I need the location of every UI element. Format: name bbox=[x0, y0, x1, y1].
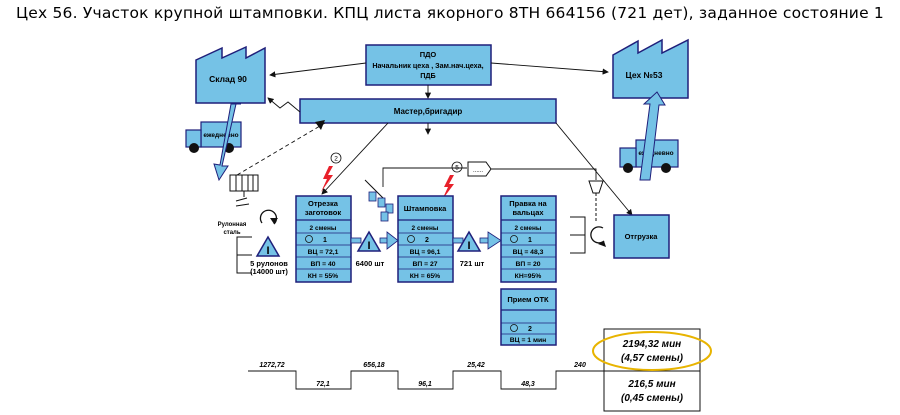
operator-icon bbox=[305, 235, 313, 243]
truck-icon-left: ежедневно bbox=[185, 121, 242, 153]
lead-time-shifts: (4,57 смены) bbox=[621, 353, 684, 364]
process-2-shifts: 2 смены bbox=[412, 225, 439, 232]
factory-icon-shop: Цех №53 bbox=[612, 38, 689, 99]
page-title: Цех 56. Участок крупной штамповки. КПЦ л… bbox=[15, 4, 884, 22]
inventory-icon-1: I bbox=[255, 235, 281, 257]
withdrawal-kanban-icons bbox=[364, 179, 394, 222]
supply-label-1: Рулонная bbox=[218, 222, 247, 228]
pdo-box: ПДО Начальник цеха , Зам.нач.цеха, ПДБ bbox=[365, 44, 492, 86]
push-arrow-2 bbox=[379, 231, 399, 250]
supplier-bracket bbox=[236, 236, 252, 274]
process-box-straightening: Правка на вальцах 2 смены 1 ВЦ = 48,3 ВП… bbox=[500, 195, 557, 283]
kaizen-lightning-icon-1: 2 bbox=[321, 152, 342, 192]
lead-time-minutes: 2194,32 мин bbox=[622, 339, 681, 350]
pdo-subtitle-1: Начальник цеха , Зам.нач.цеха, bbox=[372, 61, 483, 70]
shop-label: Цех №53 bbox=[626, 70, 663, 80]
coil-icon bbox=[235, 197, 250, 207]
timeline-bottom-1: 72,1 bbox=[316, 381, 330, 388]
operator-icon bbox=[407, 235, 415, 243]
push-arrow-1 bbox=[350, 237, 362, 244]
svg-text:I: I bbox=[367, 240, 370, 252]
supply-label-2: сталь bbox=[223, 230, 240, 236]
cycle-arrow-head-right bbox=[598, 241, 606, 247]
process-3-workers: 1 bbox=[528, 237, 532, 244]
svg-text:I: I bbox=[467, 240, 470, 252]
timeline-top-4: 240 bbox=[573, 362, 586, 369]
push-arrow-4 bbox=[479, 231, 502, 250]
inventory-1-label-2: (14000 шт) bbox=[250, 267, 288, 276]
supermarket-icon bbox=[588, 180, 604, 222]
process-time-minutes: 216,5 мин bbox=[627, 379, 675, 390]
otk-workers: 2 bbox=[528, 326, 532, 333]
svg-text:I: I bbox=[266, 245, 269, 257]
operator-icon bbox=[510, 235, 518, 243]
timeline-bottom-2: 96,1 bbox=[418, 381, 432, 388]
process-3-kn: КН=95% bbox=[515, 273, 542, 280]
process-3-vp: ВП = 20 bbox=[515, 261, 540, 268]
master-box: Мастер,бригадир bbox=[299, 98, 557, 124]
process-box-cutting: Отрезка заготовок 2 смены 1 ВЦ = 72,1 ВП… bbox=[295, 195, 352, 283]
process-2-name-1: Штамповка bbox=[404, 204, 447, 213]
operator-icon bbox=[510, 324, 518, 332]
timeline-top-2: 656,18 bbox=[363, 362, 385, 369]
shipping-bracket bbox=[570, 216, 586, 254]
process-1-vp: ВП = 40 bbox=[310, 261, 335, 268]
inventory-icon-2: I bbox=[356, 230, 382, 252]
warehouse-label: Склад 90 bbox=[209, 74, 247, 84]
signal-line-left bbox=[382, 167, 467, 187]
process-1-name-2: заготовок bbox=[305, 208, 341, 217]
process-time-shifts: (0,45 смены) bbox=[621, 393, 684, 404]
inventory-1-label-1: 5 рулонов bbox=[250, 259, 288, 268]
otk-name: Прием ОТК bbox=[507, 295, 549, 304]
process-1-workers: 1 bbox=[323, 237, 327, 244]
process-2-vc: ВЦ = 96,1 bbox=[410, 249, 441, 256]
signal-line-right bbox=[491, 168, 597, 180]
pdo-subtitle-2: ПДБ bbox=[420, 71, 435, 80]
cycle-arrow-head-left bbox=[270, 218, 278, 224]
svg-text:......: ...... bbox=[473, 168, 483, 174]
supplier-stack-icon bbox=[229, 174, 259, 192]
cycle-arrow-icon-right bbox=[590, 226, 605, 244]
timeline-ladder bbox=[248, 370, 604, 390]
inventory-2-label: 6400 шт bbox=[356, 259, 385, 268]
factory-icon-warehouse: Склад 90 bbox=[195, 45, 266, 104]
push-arrow-3 bbox=[452, 237, 464, 244]
inventory-3-label: 721 шт bbox=[460, 259, 485, 268]
truck-right-label: ежедневно bbox=[638, 150, 673, 157]
process-1-vc: ВЦ = 72,1 bbox=[308, 249, 339, 256]
process-3-name-1: Правка на bbox=[509, 199, 547, 208]
process-2-vp: ВП = 27 bbox=[412, 261, 437, 268]
info-flow-lines bbox=[231, 62, 633, 216]
material-transport-arrows bbox=[213, 91, 666, 182]
process-1-kn: КН = 55% bbox=[308, 273, 338, 280]
timeline-bottom-3: 48,3 bbox=[520, 381, 535, 388]
timeline-top-1: 1272,72 bbox=[259, 362, 284, 369]
truck-left-label: ежедневно bbox=[203, 132, 238, 139]
process-3-name-2: вальцах bbox=[512, 208, 544, 217]
process-2-workers: 2 bbox=[425, 237, 429, 244]
pdo-title: ПДО bbox=[420, 50, 437, 59]
process-box-stamping: Штамповка 2 смены 2 ВЦ = 96,1 ВП = 27 КН… bbox=[397, 195, 454, 283]
shipping-box: Отгрузка bbox=[613, 214, 670, 259]
process-3-shifts: 2 смены bbox=[515, 225, 542, 232]
master-label: Мастер,бригадир bbox=[394, 107, 463, 116]
signal-kanban-icon: ...... bbox=[467, 161, 492, 177]
otk-vc: ВЦ = 1 мин bbox=[510, 337, 547, 344]
process-3-vc: ВЦ = 48,3 bbox=[513, 249, 544, 256]
shipping-label: Отгрузка bbox=[625, 232, 659, 241]
svg-text:2: 2 bbox=[334, 156, 338, 163]
inventory-icon-3: I bbox=[456, 230, 482, 252]
process-1-name-1: Отрезка bbox=[308, 199, 339, 208]
kaizen-lightning-icon-2: 5 bbox=[442, 161, 463, 200]
timeline-top-3: 25,42 bbox=[466, 362, 485, 369]
process-2-kn: КН = 65% bbox=[410, 273, 440, 280]
process-1-shifts: 2 смены bbox=[310, 225, 337, 232]
otk-box: Прием ОТК 2 ВЦ = 1 мин bbox=[500, 288, 557, 346]
highlight-ellipse bbox=[592, 331, 712, 371]
